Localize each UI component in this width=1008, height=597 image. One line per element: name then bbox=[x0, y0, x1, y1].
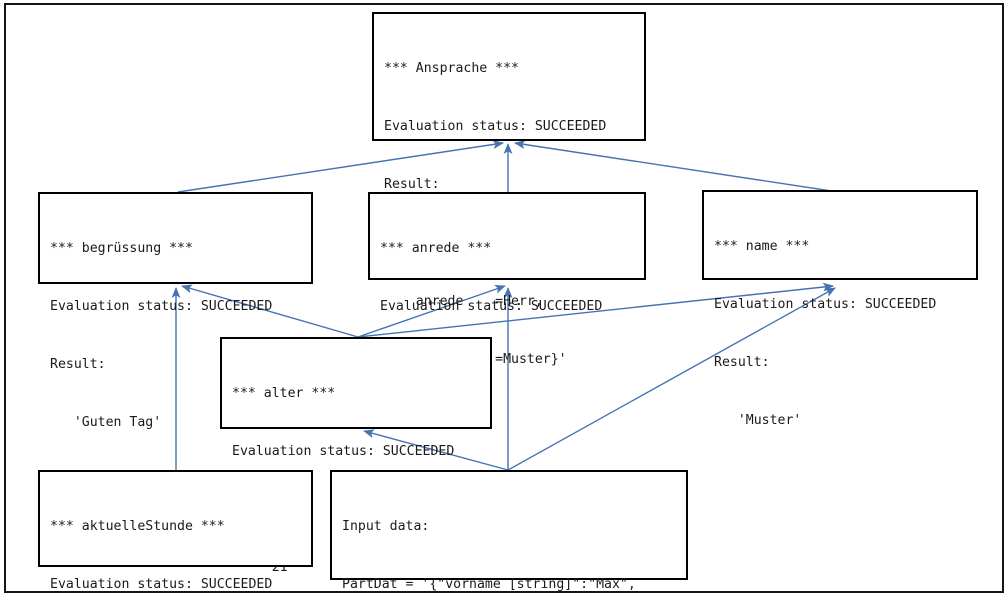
node-aktuellestunde-header: *** aktuelleStunde *** bbox=[50, 518, 225, 534]
node-name-header: *** name *** bbox=[714, 238, 810, 254]
node-ansprache-header: *** Ansprache *** bbox=[384, 60, 519, 76]
node-ansprache-result-line-2: anrede =Herr, bbox=[384, 293, 543, 309]
node-alter[interactable]: *** alter *** Evaluation status: SUCCEED… bbox=[220, 337, 492, 575]
node-alter-header: *** alter *** bbox=[232, 385, 336, 401]
edge-alter-to-begruessung bbox=[181, 284, 359, 338]
node-begruessung-status: Evaluation status: SUCCEEDED bbox=[50, 299, 273, 315]
edge-alter-to-anrede bbox=[357, 285, 506, 338]
node-anrede-header: *** anrede *** bbox=[380, 240, 492, 256]
node-ansprache-result-label: Result: bbox=[384, 177, 440, 193]
node-name[interactable]: *** name *** Evaluation status: SUCCEEDE… bbox=[702, 190, 978, 428]
node-name-result-label: Result: bbox=[714, 355, 770, 371]
node-aktuellestunde[interactable]: *** aktuelleStunde *** Evaluation status… bbox=[38, 470, 313, 592]
node-input-data-line-1: PartDat = '{"vorname [string]":"Max", bbox=[342, 577, 636, 593]
node-input-data-header: Input data: bbox=[342, 518, 430, 534]
edge-name-to-ansprache bbox=[514, 140, 839, 193]
node-ansprache-status: Evaluation status: SUCCEEDED bbox=[384, 119, 607, 135]
node-begruessung-result-label: Result: bbox=[50, 357, 106, 373]
node-input-data[interactable]: Input data: PartDat = '{"vorname [string… bbox=[330, 470, 688, 592]
node-aktuellestunde-status: Evaluation status: SUCCEEDED bbox=[50, 577, 273, 593]
edge-inputdata-to-alter bbox=[363, 429, 509, 471]
node-anrede[interactable]: *** anrede *** Evaluation status: SUCCEE… bbox=[368, 192, 646, 430]
node-name-result-line-1: 'Muster' bbox=[714, 413, 802, 429]
node-begruessung-header: *** begrüssung *** bbox=[50, 240, 193, 256]
node-name-status: Evaluation status: SUCCEEDED bbox=[714, 297, 937, 313]
node-anrede-status: Evaluation status: SUCCEEDED bbox=[380, 299, 603, 315]
edge-inputdata-to-name bbox=[507, 287, 836, 471]
edge-begruessung-to-ansprache bbox=[177, 140, 504, 193]
node-alter-status: Evaluation status: SUCCEEDED bbox=[232, 444, 455, 460]
node-ansprache[interactable]: *** Ansprache *** Evaluation status: SUC… bbox=[372, 12, 646, 367]
node-begruessung-result-line-1: 'Guten Tag' bbox=[50, 415, 162, 431]
edge-alter-to-name bbox=[357, 282, 834, 338]
node-begruessung[interactable]: *** begrüssung *** Evaluation status: SU… bbox=[38, 192, 313, 430]
